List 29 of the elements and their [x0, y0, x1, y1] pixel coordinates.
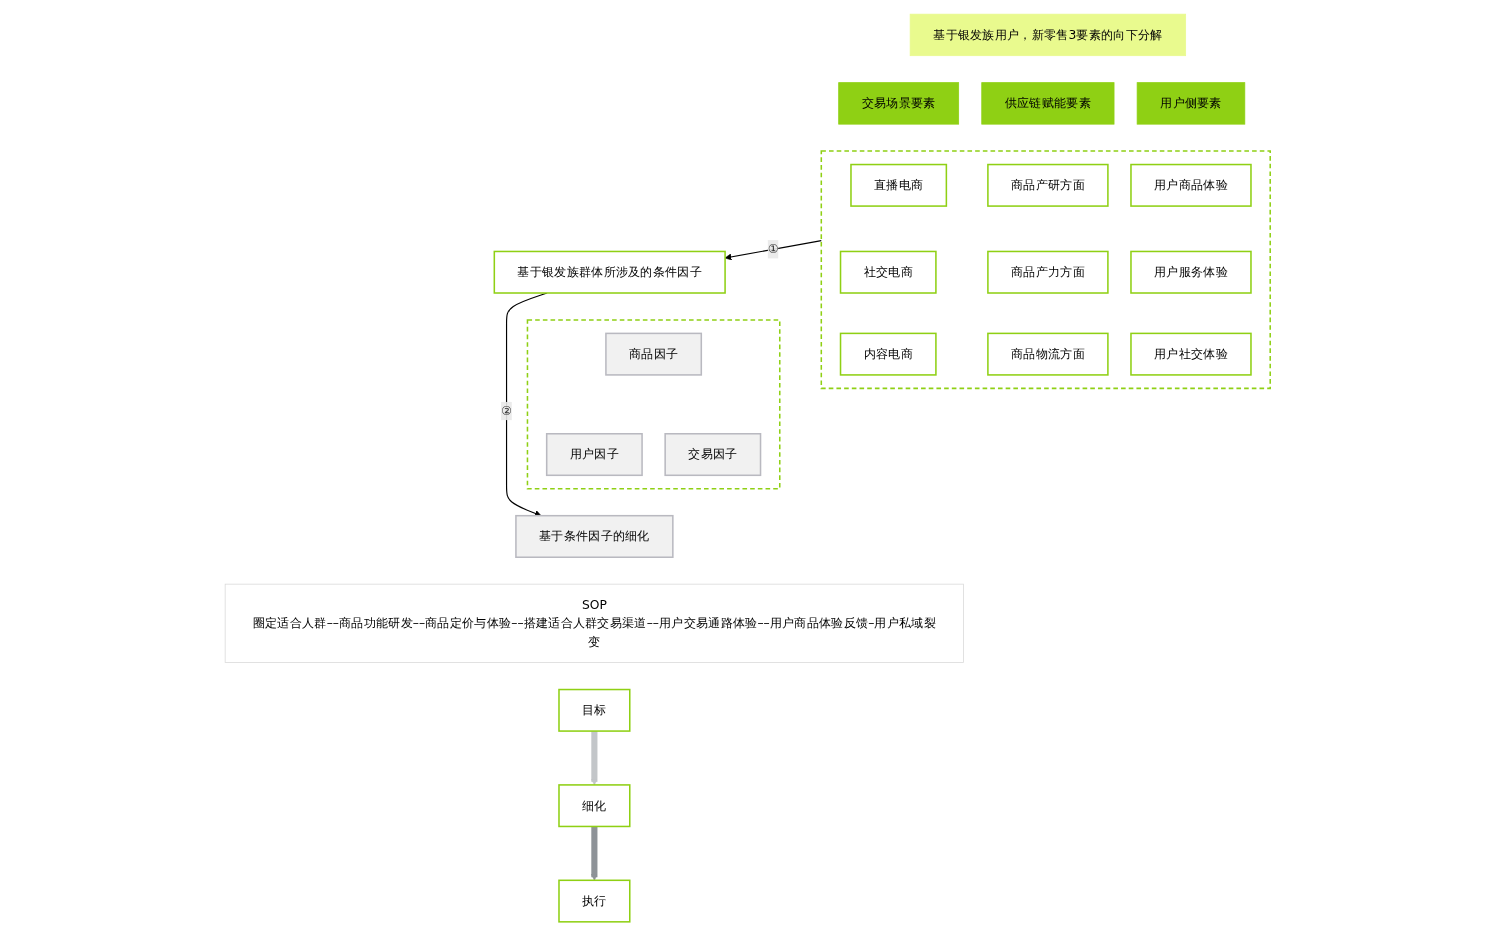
- arrow: [725, 240, 823, 261]
- edge-label: ②: [501, 403, 513, 418]
- node-box: 用户因子: [546, 433, 644, 477]
- node-box: 商品因子: [605, 332, 703, 376]
- edge-label: ①: [767, 241, 780, 257]
- node-box: SOP 圈定适合人群––商品功能研发––商品定价与体验––搭建适合人群交易渠道––用户交易通路体验––用户商品体验反馈–用户私域裂变: [225, 583, 965, 663]
- node-box: 用户侧要素: [1137, 82, 1246, 125]
- node-box: 目标: [558, 688, 631, 732]
- node-box: 用户商品体验: [1130, 163, 1253, 207]
- cluster: [527, 319, 781, 490]
- node-box: 基于银发族群体所涉及的条件因子: [493, 250, 727, 294]
- arrow: [591, 825, 599, 881]
- node-box: 供应链赋能要素: [981, 82, 1115, 125]
- node-box: 交易场景要素: [838, 82, 960, 125]
- node-box: 执行: [558, 879, 631, 923]
- node-box: 商品产力方面: [987, 250, 1109, 294]
- node-box: 用户服务体验: [1130, 250, 1253, 294]
- node-box: 直播电商: [850, 163, 948, 207]
- node-box: 社交电商: [840, 250, 937, 294]
- cluster: [820, 150, 1272, 390]
- node-box: 细化: [558, 784, 631, 828]
- node-box: 基于条件因子的细化: [515, 514, 674, 558]
- node-box: 交易因子: [664, 433, 762, 477]
- node-box: 内容电商: [840, 332, 937, 376]
- node-box: 基于银发族用户，新零售3要素的向下分解: [910, 13, 1187, 57]
- node-box: 商品产研方面: [987, 163, 1109, 207]
- node-box: 商品物流方面: [987, 332, 1109, 376]
- arrow: [591, 730, 599, 786]
- node-box: 用户社交体验: [1130, 332, 1253, 376]
